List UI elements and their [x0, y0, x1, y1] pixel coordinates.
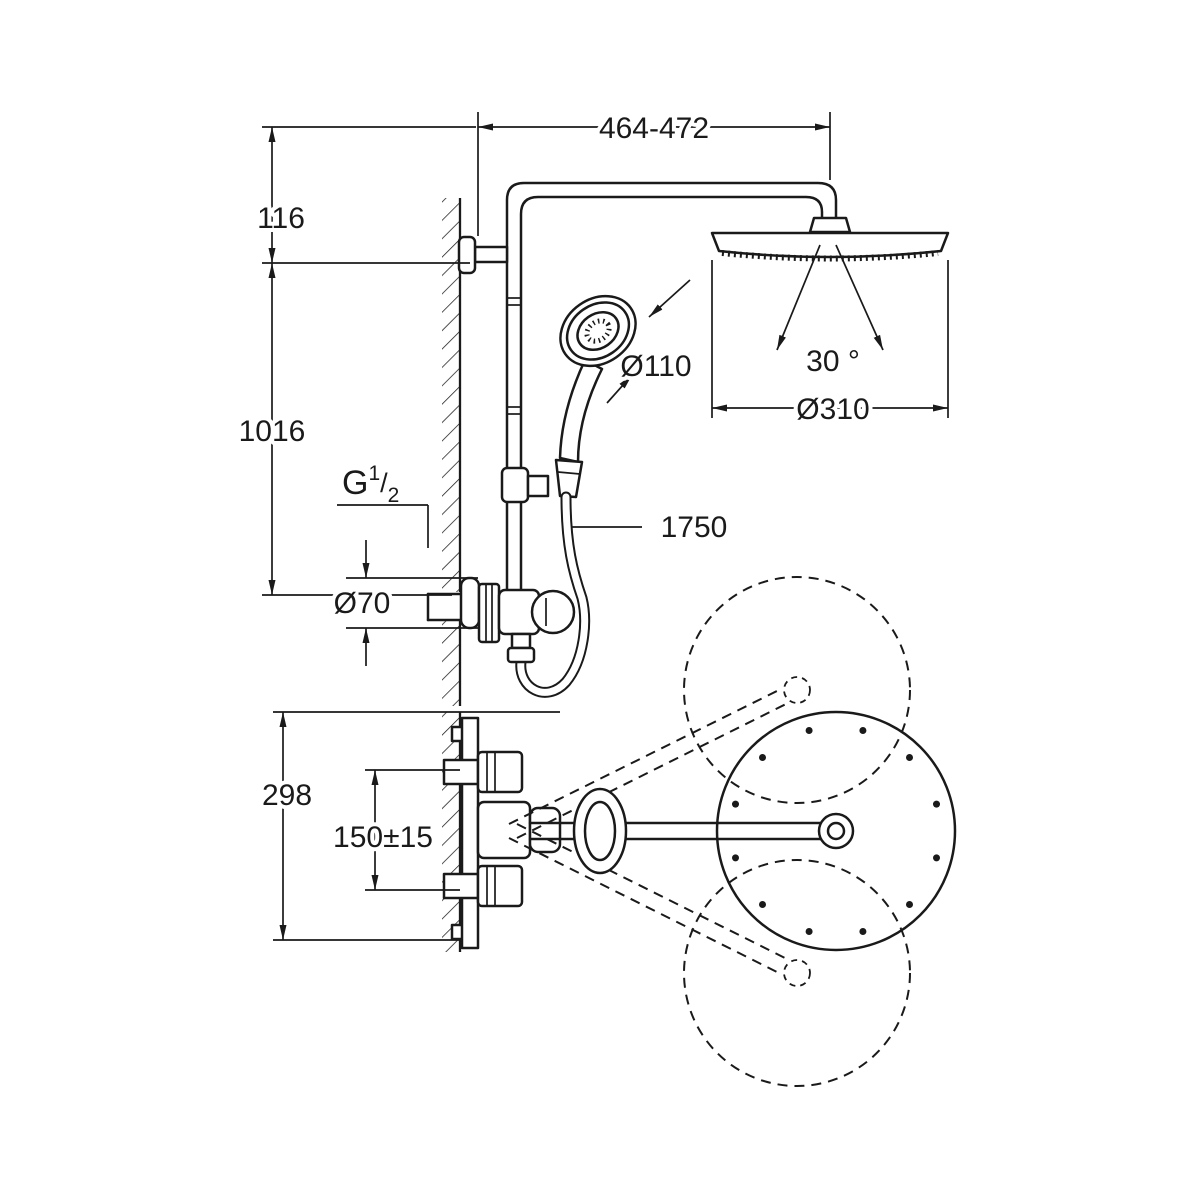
- thread-denominator: 2: [388, 484, 400, 507]
- thread-g: G: [342, 464, 368, 502]
- hand-shower-top-outline: [572, 787, 628, 875]
- head-shower-nut: [808, 216, 852, 234]
- hand-shower-head: [559, 294, 637, 368]
- hose-outlet-nut: [506, 646, 536, 664]
- hand-shower-top-inner: [583, 800, 617, 862]
- dashed-head-circle: [683, 859, 911, 1087]
- dim-escutcheon-label: Ø70: [334, 587, 391, 620]
- thread-size-label: G1/2: [342, 462, 399, 507]
- thermostat-valve-side: [426, 576, 576, 664]
- dim-top-width-label: 464-472: [599, 112, 709, 145]
- wall-lower: [442, 712, 462, 952]
- dimension-top-width: 464-472: [262, 108, 831, 236]
- dim-298-label: 298: [262, 779, 312, 812]
- glide-bracket: [500, 466, 550, 504]
- arrow-lower: [606, 374, 633, 404]
- dim-inlet-spacing-label: 150±15: [333, 821, 433, 854]
- head-shower-side: [710, 216, 950, 262]
- riser-pipe: [505, 181, 838, 592]
- bracket-arm: [473, 245, 509, 264]
- union-nut-top: [476, 750, 524, 794]
- dimension-116: 116: [253, 127, 470, 264]
- dashed-head-circle: [683, 576, 911, 804]
- inlet-stub-bottom: [442, 872, 480, 900]
- dimension-escutcheon: Ø70: [330, 540, 478, 666]
- pipe-outer-line: [505, 181, 838, 592]
- union-nut: [477, 582, 501, 644]
- wall-hatch-upper: [442, 198, 460, 706]
- bracket-flange: [457, 235, 477, 275]
- dimension-hose-length: 1750: [572, 507, 731, 548]
- hose-inner: [517, 493, 589, 696]
- hand-shower-nozzles: [584, 318, 612, 344]
- ball-joint-hub: [817, 812, 855, 850]
- dim-hose-length-label: 1750: [661, 511, 728, 544]
- dimension-hand-shower: Ø110: [606, 279, 696, 404]
- arrow-upper: [648, 279, 691, 318]
- valve-top-view: [442, 716, 562, 950]
- hose-outlet: [510, 632, 532, 650]
- holder-arm: [526, 474, 550, 498]
- dashed-hub: [783, 676, 811, 704]
- dashed-hub: [783, 959, 811, 987]
- dashed-arm: [508, 688, 782, 825]
- dim-spray-angle-label: 30 °: [806, 345, 860, 378]
- thread-numerator: 1: [368, 462, 380, 485]
- angle-line-left: [776, 244, 821, 351]
- dim-hand-shower-label: Ø110: [620, 350, 691, 383]
- hand-shower: [554, 294, 637, 499]
- head-shower-rim: [715, 710, 957, 952]
- dimension-thread: G1/2: [337, 458, 429, 548]
- ball-joint-center: [826, 821, 846, 841]
- head-shower-spray-face: [721, 250, 939, 262]
- hand-shower-face-ring-inner: [576, 310, 620, 352]
- escutcheon: [459, 576, 481, 630]
- dim-head-shower-label: Ø310: [796, 393, 869, 426]
- cone-ridge: [557, 471, 581, 475]
- swivel-dashed-lower: [508, 823, 911, 1087]
- angle-line-right: [835, 244, 884, 351]
- dim-1016-label: 1016: [239, 415, 306, 448]
- inlet-stub-top: [442, 758, 480, 786]
- valve-body-top-view: [476, 800, 532, 860]
- dim-116-label: 116: [257, 202, 305, 235]
- shower-hose: [515, 491, 591, 698]
- dimension-1016: 1016: [235, 263, 452, 596]
- dashed-arm: [508, 837, 782, 975]
- glide-body: [500, 466, 530, 504]
- wall-upper: [442, 198, 462, 706]
- inlet-stub-mask: [428, 592, 461, 620]
- dimension-inlet-spacing: 150±15: [329, 769, 460, 891]
- hose-cone-connector: [554, 458, 584, 499]
- mounting-plate: [460, 716, 480, 950]
- pipe-inner-line: [519, 195, 824, 592]
- wall-bracket: [457, 235, 509, 275]
- dimension-head-shower: Ø310: [711, 260, 949, 430]
- hand-shower-face-ring: [565, 301, 631, 361]
- swivel-dashed-upper: [508, 576, 911, 839]
- union-nut-bottom: [476, 864, 524, 908]
- nozzle-dots: [732, 727, 940, 935]
- valve-knob: [530, 589, 576, 635]
- hand-shower-top-view: [572, 787, 628, 875]
- hand-shower-handle: [558, 358, 604, 464]
- wall-hatch-lower: [442, 712, 460, 952]
- dimension-298: 298: [258, 711, 560, 941]
- dimension-spray-angle: 30 °: [776, 244, 884, 382]
